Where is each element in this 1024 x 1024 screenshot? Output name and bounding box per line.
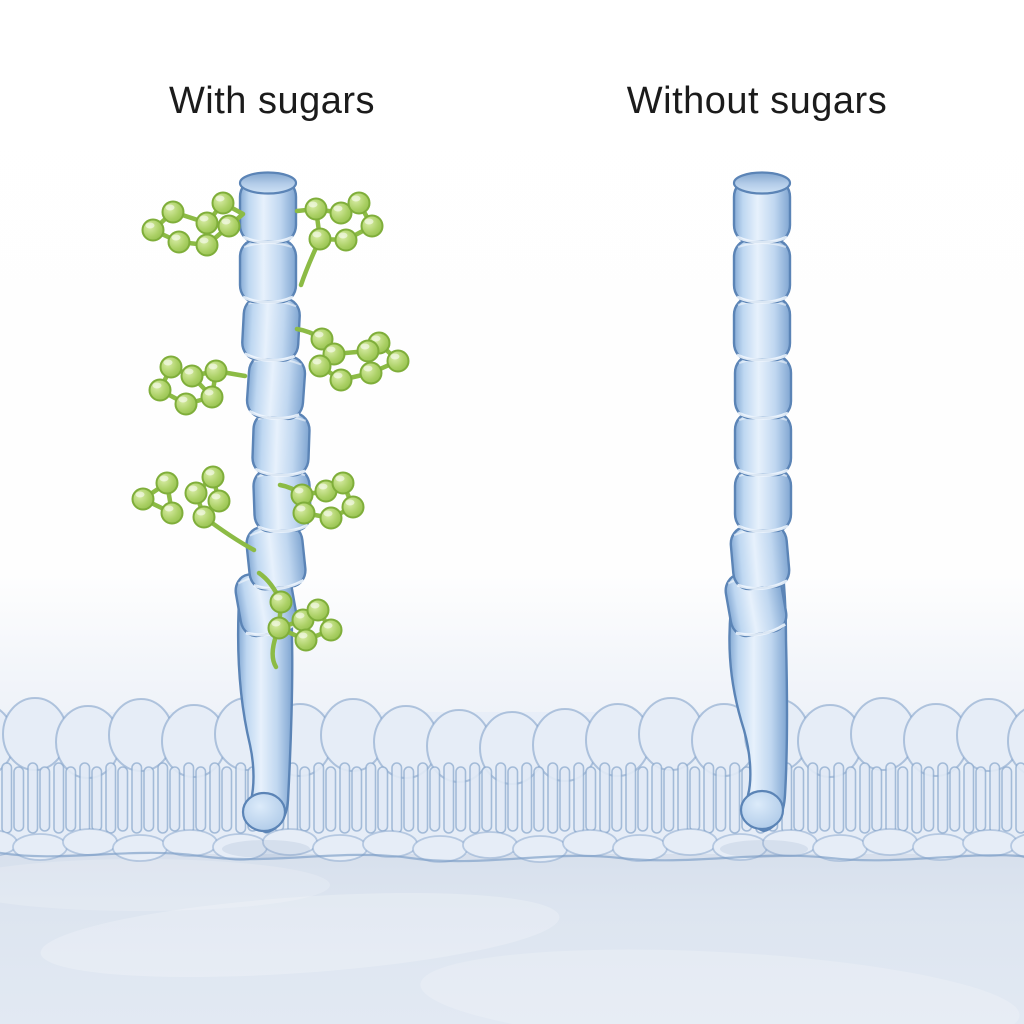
left-tip-shadow: [222, 840, 310, 858]
protein-left-tip: [241, 791, 287, 833]
sugar-cluster-lower-left-ring: [184, 465, 257, 553]
lipid-tails-zone: [0, 760, 1024, 838]
sugar-cluster-mid-right: [294, 326, 410, 392]
membrane-bottom-edge: [0, 851, 1024, 863]
protein-right-tip: [739, 789, 785, 831]
protein-left: [231, 171, 313, 834]
cytoplasm-region: [0, 840, 1024, 1024]
sugar-cluster-mid-left: [148, 355, 248, 416]
protein-right: [721, 171, 793, 833]
protein-right-transmembrane-tail: [728, 583, 789, 833]
sugar-cluster-top-left: [141, 191, 246, 257]
protein-right-top-opening: [732, 171, 792, 195]
sugar-cluster-bottom: [256, 570, 343, 670]
sugar-clusters: [131, 191, 410, 670]
panel-title-with-sugars: With sugars: [168, 80, 376, 122]
right-tip-shadow: [720, 840, 808, 858]
sugar-cluster-lower-right: [277, 471, 365, 530]
sugar-cluster-top-right: [294, 191, 384, 288]
sugar-cluster-lower-left-triangle: [131, 471, 184, 525]
panel-title-without-sugars: Without sugars: [626, 80, 888, 122]
lipid-bilayer-membrane: [0, 697, 1024, 863]
protein-left-top-opening: [238, 171, 298, 195]
